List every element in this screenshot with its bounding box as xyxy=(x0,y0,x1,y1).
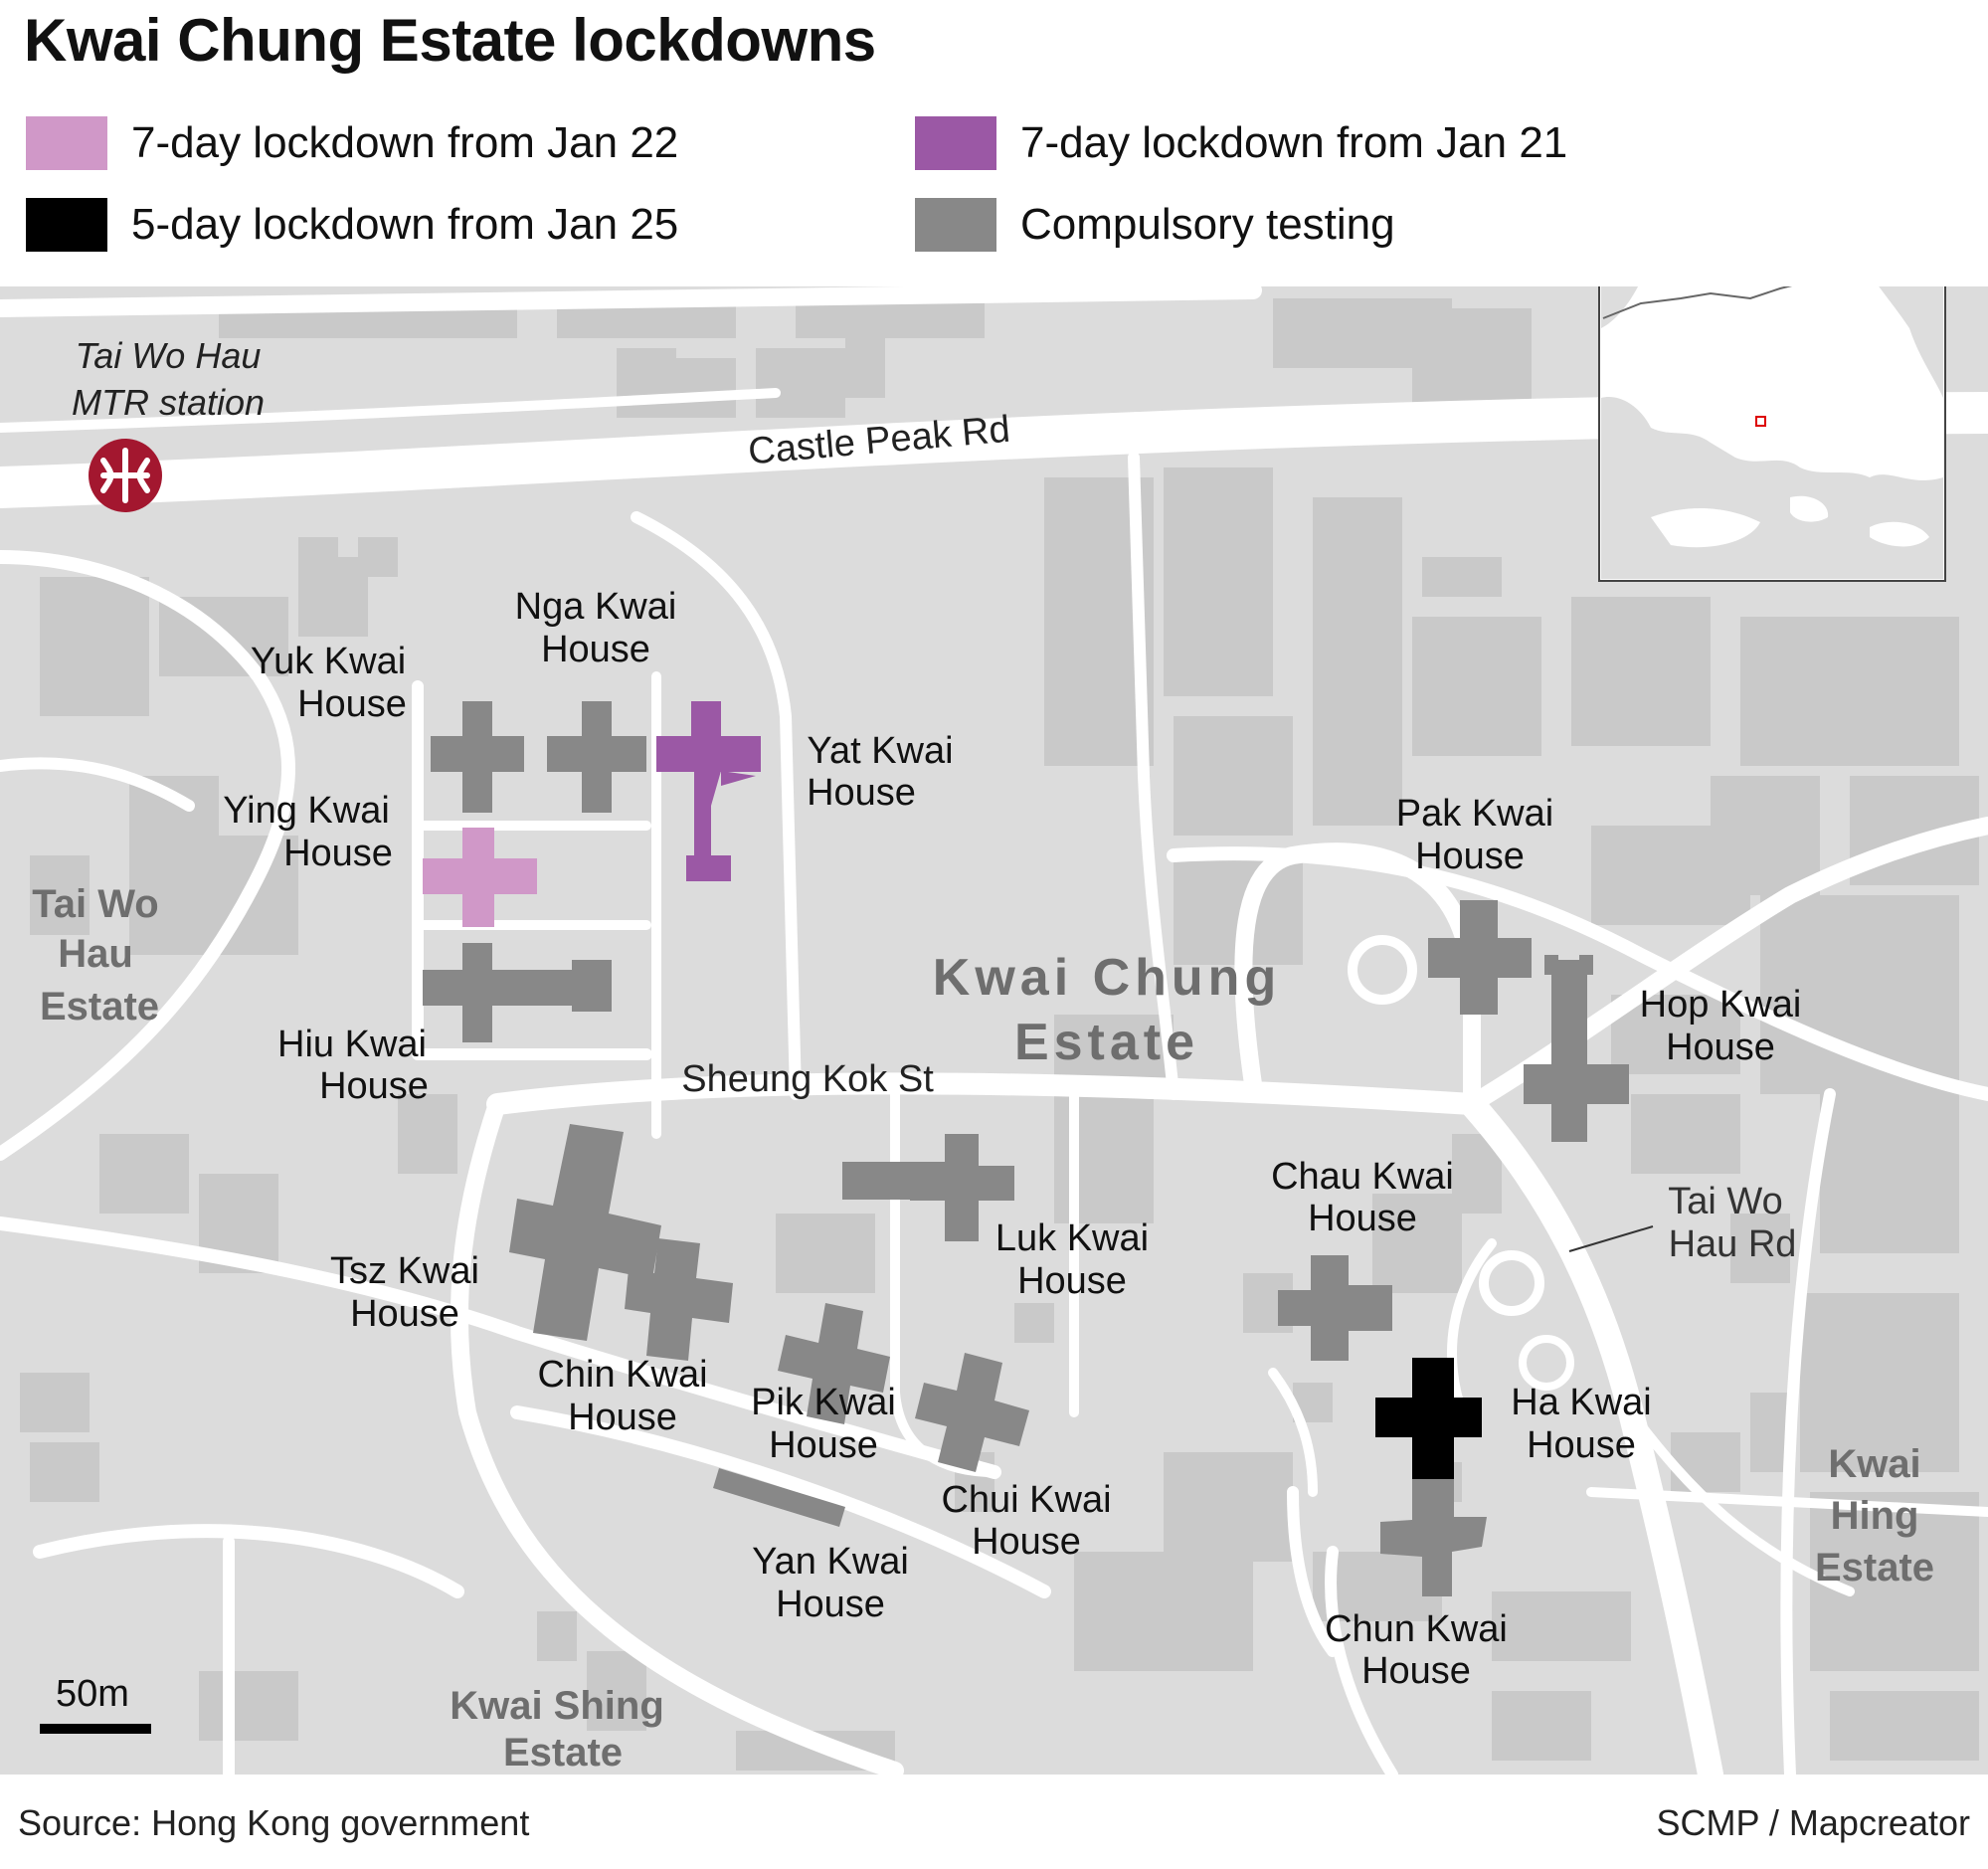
label-pik-kwai-2: House xyxy=(769,1424,878,1466)
label-chui-kwai-2: House xyxy=(972,1521,1081,1563)
label-luk-kwai-1: Luk Kwai xyxy=(995,1217,1149,1259)
road-network xyxy=(0,286,1988,1775)
house-labels: Nga Kwai House Yuk Kwai House Yat Kwai H… xyxy=(223,586,1801,1692)
label-chin-kwai-1: Chin Kwai xyxy=(537,1354,707,1396)
estate-labels: Tai Wo Hau Estate Kwai Chung Estate Kwai… xyxy=(32,882,1934,1775)
inset-locator-marker xyxy=(1755,416,1766,427)
mtr-station-label-2: MTR station xyxy=(72,382,265,423)
label-pak-kwai-2: House xyxy=(1415,836,1525,877)
label-luk-kwai-2: House xyxy=(1017,1260,1127,1302)
compulsory-testing-blocks xyxy=(423,701,1629,1596)
scale-bar: 50m xyxy=(40,1673,151,1734)
label-yat-kwai-2: House xyxy=(807,772,916,814)
legend-swatch-jan25 xyxy=(26,198,107,252)
label-tsz-kwai-1: Tsz Kwai xyxy=(330,1250,479,1292)
ying-kwai-house-block xyxy=(423,828,537,927)
label-chin-kwai-2: House xyxy=(568,1397,677,1438)
legend-label-testing: Compulsory testing xyxy=(1020,200,1395,249)
estate-kwai-hing-3: Estate xyxy=(1815,1546,1934,1589)
yuk-kwai-house-block xyxy=(431,701,524,813)
inset-border xyxy=(1602,286,1793,319)
chin-kwai-house-block xyxy=(625,1238,733,1361)
legend-swatch-testing xyxy=(915,198,996,252)
mtr-logo-icon[interactable] xyxy=(89,439,162,512)
sheung-kok-street-label: Sheung Kok St xyxy=(681,1058,934,1100)
label-tsz-kwai-2: House xyxy=(350,1293,459,1335)
sheung-kok-street xyxy=(486,1072,1483,1115)
legend-item-jan21: 7-day lockdown from Jan 21 xyxy=(915,116,1567,170)
map-area[interactable]: Tai Wo Hau MTR station Castle Peak Rd Sh… xyxy=(0,286,1988,1775)
estate-kwai-shing-2: Estate xyxy=(503,1731,623,1775)
legend-label-jan21: 7-day lockdown from Jan 21 xyxy=(1020,118,1568,167)
label-hop-kwai-2: House xyxy=(1666,1027,1775,1068)
legend-item-jan25: 5-day lockdown from Jan 25 xyxy=(26,198,678,252)
scale-label: 50m xyxy=(56,1673,129,1715)
chui-kwai-house-block xyxy=(915,1353,1029,1472)
legend-item-jan22: 7-day lockdown from Jan 22 xyxy=(26,116,678,170)
yat-kwai-house-block xyxy=(656,701,761,881)
mtr-station-label-1: Tai Wo Hau xyxy=(76,335,262,376)
legend-swatch-jan21 xyxy=(915,116,996,170)
pak-kwai-house-block xyxy=(1428,900,1532,1015)
label-chun-kwai-2: House xyxy=(1361,1650,1471,1692)
label-yan-kwai-1: Yan Kwai xyxy=(752,1541,909,1583)
ha-kwai-house-lower-block xyxy=(1414,1477,1454,1517)
hiu-kwai-house-block xyxy=(423,943,612,1042)
pik-kwai-house-block xyxy=(778,1303,890,1424)
tai-wo-hau-road-label-2: Hau Rd xyxy=(1669,1223,1797,1265)
chun-kwai-house-block xyxy=(1380,1477,1487,1596)
label-pak-kwai-1: Pak Kwai xyxy=(1396,793,1553,835)
nga-kwai-house-block xyxy=(547,701,646,813)
estate-kwai-chung-1: Kwai Chung xyxy=(933,949,1281,1007)
estate-tai-wo-hau-2: Hau xyxy=(58,932,133,976)
label-chui-kwai-1: Chui Kwai xyxy=(941,1479,1111,1521)
label-nga-kwai-2: House xyxy=(541,629,650,670)
label-chau-kwai-2: House xyxy=(1308,1198,1417,1239)
estate-kwai-chung-2: Estate xyxy=(1014,1014,1199,1071)
ha-kwai-house-block xyxy=(1375,1358,1482,1479)
label-hop-kwai-1: Hop Kwai xyxy=(1640,984,1802,1026)
label-nga-kwai-1: Nga Kwai xyxy=(515,586,677,628)
label-hiu-kwai-1: Hiu Kwai xyxy=(277,1024,427,1065)
map-title: Kwai Chung Estate lockdowns xyxy=(24,7,876,74)
scale-line xyxy=(40,1724,151,1734)
label-yuk-kwai-1: Yuk Kwai xyxy=(251,641,406,682)
credit-note: SCMP / Mapcreator xyxy=(1656,1802,1970,1843)
tai-wo-hau-road-label-1: Tai Wo xyxy=(1668,1181,1782,1222)
label-yat-kwai-1: Yat Kwai xyxy=(807,730,953,772)
label-chun-kwai-1: Chun Kwai xyxy=(1325,1608,1508,1650)
label-ha-kwai-1: Ha Kwai xyxy=(1511,1382,1652,1423)
chau-kwai-house-block xyxy=(1278,1255,1392,1361)
luk-kwai-house-block xyxy=(842,1134,1014,1241)
legend-label-jan25: 5-day lockdown from Jan 25 xyxy=(131,200,679,249)
tai-wo-hau-road-leader xyxy=(1568,1225,1654,1252)
label-yuk-kwai-2: House xyxy=(297,683,407,725)
inset-sea xyxy=(1601,286,1943,579)
label-chau-kwai-1: Chau Kwai xyxy=(1271,1156,1454,1198)
source-note: Source: Hong Kong government xyxy=(18,1802,530,1843)
label-ying-kwai-1: Ying Kwai xyxy=(223,790,390,832)
label-pik-kwai-1: Pik Kwai xyxy=(751,1382,896,1423)
estate-kwai-shing-1: Kwai Shing xyxy=(450,1684,664,1728)
label-yan-kwai-2: House xyxy=(776,1584,885,1625)
legend-label-jan22: 7-day lockdown from Jan 22 xyxy=(131,118,679,167)
label-ying-kwai-2: House xyxy=(283,833,393,874)
estate-kwai-hing-2: Hing xyxy=(1831,1494,1919,1538)
locator-inset xyxy=(1598,286,1946,582)
tsz-kwai-house-block xyxy=(509,1124,661,1341)
inset-islands xyxy=(1651,495,1929,548)
hop-kwai-house-block xyxy=(1524,955,1629,1142)
estate-tai-wo-hau-1: Tai Wo xyxy=(32,882,158,926)
yan-kwai-house-block xyxy=(713,1468,845,1527)
label-ha-kwai-2: House xyxy=(1527,1424,1636,1466)
label-hiu-kwai-2: House xyxy=(319,1065,429,1107)
legend-swatch-jan22 xyxy=(26,116,107,170)
legend-item-testing: Compulsory testing xyxy=(915,198,1395,252)
estate-tai-wo-hau-3: Estate xyxy=(40,985,159,1028)
estate-kwai-hing-1: Kwai xyxy=(1828,1442,1920,1486)
